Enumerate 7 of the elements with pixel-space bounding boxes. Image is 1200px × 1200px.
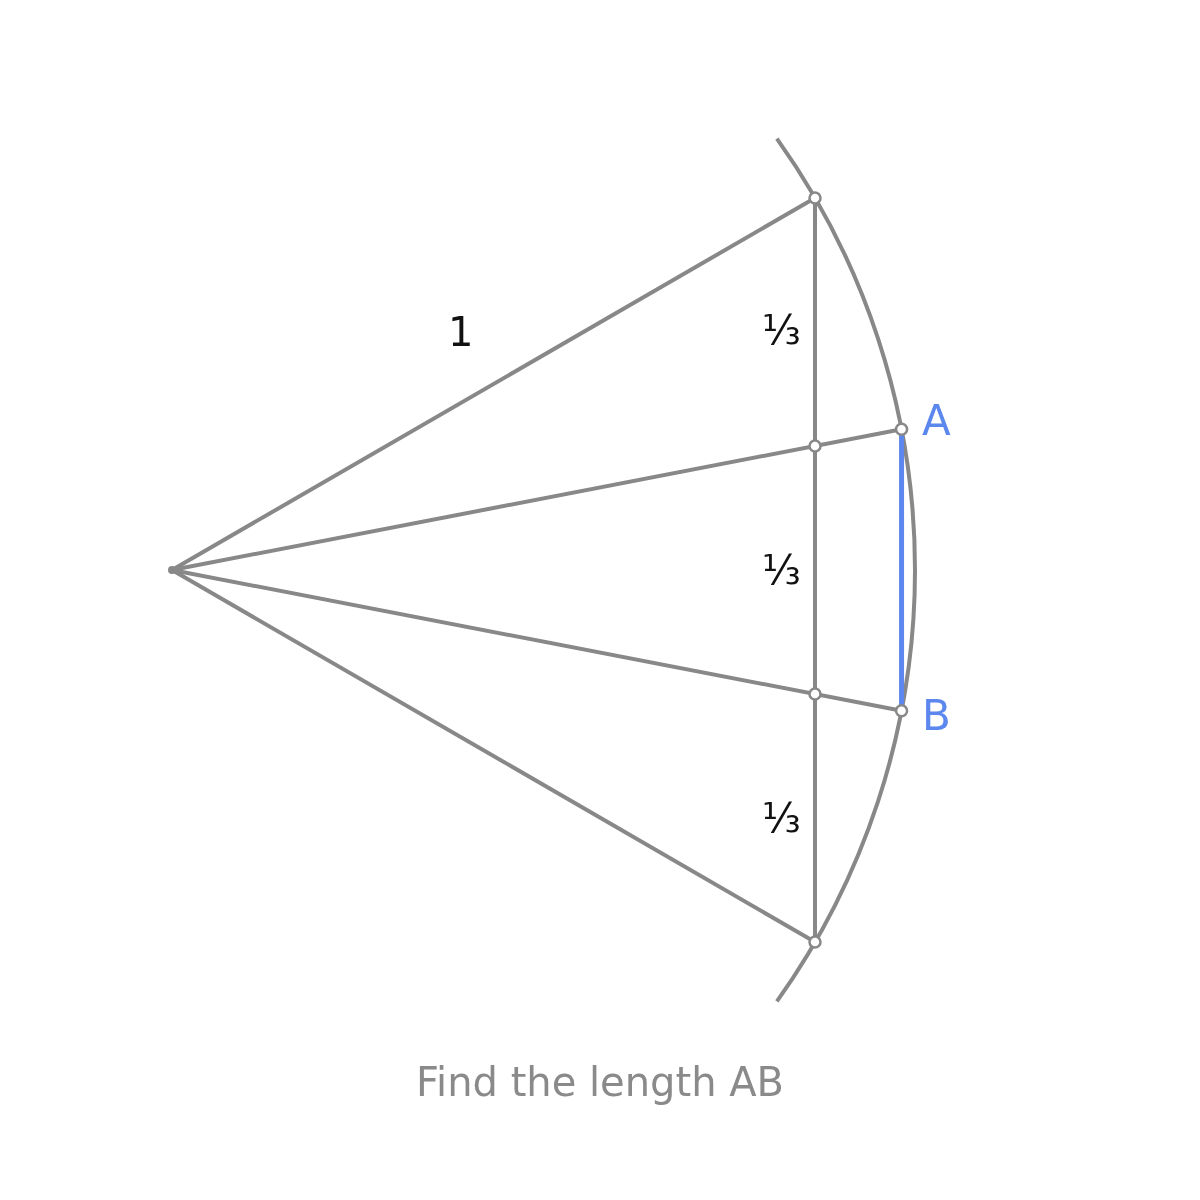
point-label: A <box>922 400 951 442</box>
caption: Find the length AB <box>415 1059 784 1105</box>
length-label: ⅓ <box>762 798 801 838</box>
length-label: ⅓ <box>762 310 801 350</box>
length-label: ⅓ <box>762 550 801 590</box>
point-label: B <box>922 695 951 737</box>
length-label: 1 <box>448 312 474 352</box>
